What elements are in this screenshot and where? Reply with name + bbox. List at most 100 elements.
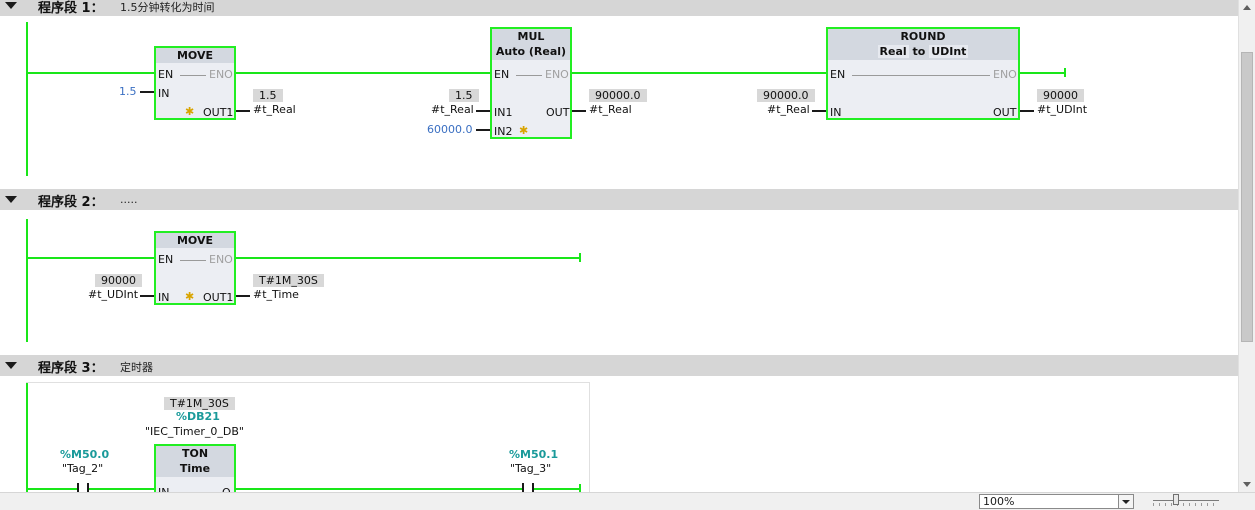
ton-timer-block[interactable]: TON Time IN Q	[154, 444, 236, 492]
collapse-triangle-icon[interactable]	[5, 2, 17, 9]
round-block-type[interactable]: Real to UDInt	[828, 44, 1018, 60]
round-out-value: 90000	[1037, 89, 1084, 102]
type-to[interactable]: UDInt	[929, 45, 969, 58]
rung-end	[579, 484, 581, 492]
round-block-title: ROUND	[828, 29, 1018, 44]
pin-connector	[516, 75, 542, 76]
rung-line	[534, 488, 580, 490]
rung-line	[571, 72, 827, 74]
eno-pin: ENO	[993, 68, 1017, 81]
zoom-value: 100%	[983, 495, 1015, 508]
rung-end	[579, 253, 581, 262]
out1-pin: OUT1	[203, 106, 234, 119]
zoom-slider-thumb[interactable]	[1173, 494, 1179, 505]
pin-line	[812, 110, 826, 112]
scroll-up-arrow-icon[interactable]	[1243, 5, 1251, 10]
move-in-constant[interactable]: 1.5	[119, 85, 137, 98]
zoom-select[interactable]: 100%	[979, 494, 1134, 509]
rung-end	[1064, 68, 1066, 77]
ton-in-pin: IN	[158, 486, 169, 492]
round-out-variable[interactable]: #t_UDInt	[1037, 103, 1088, 116]
eno-pin: ENO	[209, 68, 233, 81]
mul-in1-variable[interactable]: #t_Real	[431, 103, 474, 116]
in1-pin: IN1	[494, 106, 513, 119]
move2-in-variable[interactable]: #t_UDInt	[88, 288, 139, 301]
ton-block-title: TON	[156, 446, 234, 461]
rung-line	[1019, 72, 1065, 74]
network-2-number: 程序段 2：	[38, 195, 104, 210]
pin-connector	[180, 260, 206, 261]
pin-line	[236, 110, 250, 112]
move-block[interactable]: MOVE EN ENO IN ✱ OUT1	[154, 231, 236, 305]
network-1-comment[interactable]: 1.5分钟转化为时间	[120, 1, 215, 14]
round-in-variable[interactable]: #t_Real	[767, 103, 810, 116]
vertical-scrollbar[interactable]	[1238, 0, 1255, 492]
move-block[interactable]: MOVE EN ENO IN ✱ OUT1	[154, 46, 236, 120]
network-2-header[interactable]: 程序段 2： .....	[0, 189, 1238, 210]
move-out-variable[interactable]: #t_Real	[253, 103, 296, 116]
zoom-slider-track[interactable]	[1153, 500, 1219, 501]
move2-out-value: T#1M_30S	[253, 274, 324, 287]
round-block[interactable]: ROUND Real to UDInt EN ENO IN OUT	[826, 27, 1020, 120]
round-in-value: 90000.0	[757, 89, 815, 102]
contact-2-tag[interactable]: "Tag_3"	[510, 462, 552, 475]
rung-line	[235, 488, 523, 490]
timer-db-address[interactable]: %DB21	[176, 410, 220, 423]
normally-open-contact-1[interactable]	[77, 483, 89, 492]
network-2-comment[interactable]: .....	[120, 193, 138, 206]
move-block-title: MOVE	[156, 48, 234, 63]
ton-block-type[interactable]: Time	[156, 461, 234, 477]
en-pin: EN	[830, 68, 846, 81]
power-rail	[26, 383, 28, 492]
pin-connector	[180, 75, 206, 76]
scroll-down-arrow-icon[interactable]	[1243, 482, 1251, 487]
ladder-editor-canvas[interactable]: 程序段 1： 1.5分钟转化为时间 MOVE EN ENO IN ✱ OUT1 …	[0, 0, 1238, 492]
asterisk-icon: ✱	[185, 290, 195, 303]
pin-line	[476, 110, 490, 112]
contact-2-address[interactable]: %M50.1	[509, 448, 559, 461]
out-pin: OUT	[546, 106, 570, 119]
timer-db-name[interactable]: "IEC_Timer_0_DB"	[145, 425, 244, 438]
mul-in1-value: 1.5	[449, 89, 479, 102]
power-rail	[26, 219, 28, 342]
pin-line	[140, 295, 154, 297]
mul-block-type[interactable]: Auto (Real)	[492, 44, 570, 60]
mul-block[interactable]: MUL Auto (Real) EN ENO IN1 OUT IN2 ✱	[490, 27, 572, 139]
contact-1-address[interactable]: %M50.0	[60, 448, 110, 461]
power-rail	[26, 22, 28, 176]
move2-in-value: 90000	[95, 274, 142, 287]
en-pin: EN	[494, 68, 510, 81]
network-1-number: 程序段 1：	[38, 1, 104, 16]
mul-out-value: 90000.0	[589, 89, 647, 102]
in2-pin: IN2	[494, 125, 513, 138]
eno-pin: ENO	[545, 68, 569, 81]
rung-line	[235, 257, 580, 259]
move-out-value: 1.5	[253, 89, 283, 102]
move2-out-variable[interactable]: #t_Time	[253, 288, 299, 301]
rung-line	[89, 488, 154, 490]
mul-block-title: MUL	[492, 29, 570, 44]
network-3-comment[interactable]: 定时器	[120, 361, 153, 374]
zoom-dropdown-button[interactable]	[1118, 495, 1133, 508]
type-from[interactable]: Real	[877, 45, 909, 58]
contact-1-tag[interactable]: "Tag_2"	[62, 462, 104, 475]
mul-in2-constant[interactable]: 60000.0	[427, 123, 473, 136]
pin-line	[1020, 110, 1034, 112]
network-1-header[interactable]: 程序段 1： 1.5分钟转化为时间	[0, 0, 1238, 16]
pin-line	[140, 91, 154, 93]
mul-out-variable[interactable]: #t_Real	[589, 103, 632, 116]
en-pin: EN	[158, 68, 174, 81]
network-3-header[interactable]: 程序段 3： 定时器	[0, 355, 1238, 376]
collapse-triangle-icon[interactable]	[5, 362, 17, 369]
timer-preset-value: T#1M_30S	[164, 397, 235, 410]
scrollbar-thumb[interactable]	[1241, 52, 1253, 342]
normally-open-contact-2[interactable]	[522, 483, 534, 492]
zoom-slider-ticks	[1153, 503, 1219, 506]
en-pin: EN	[158, 253, 174, 266]
in-pin: IN	[158, 291, 170, 304]
asterisk-icon: ✱	[185, 105, 195, 118]
network-3-body[interactable]	[26, 382, 590, 492]
asterisk-icon: ✱	[519, 124, 529, 137]
collapse-triangle-icon[interactable]	[5, 196, 17, 203]
network-3-number: 程序段 3：	[38, 361, 104, 376]
